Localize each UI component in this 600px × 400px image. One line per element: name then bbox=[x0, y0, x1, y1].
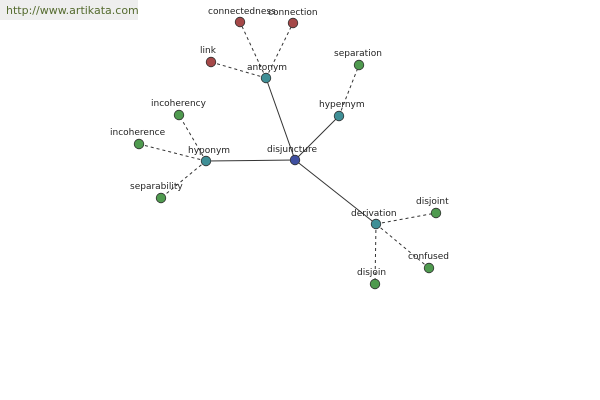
edge-derivation-disjoint bbox=[375, 212, 437, 225]
relation-node-antonym bbox=[260, 72, 272, 84]
term-label-disjoin: disjoin bbox=[357, 268, 386, 278]
relation-label-hyponym: hyponym bbox=[188, 146, 230, 156]
edge-antonym-connection bbox=[265, 22, 294, 79]
term-node-confused bbox=[423, 262, 435, 274]
term-node-disjoin bbox=[369, 278, 381, 290]
edge-hyponym bbox=[205, 159, 296, 162]
relation-label-antonym: antonym bbox=[247, 63, 287, 73]
relation-node-hyponym bbox=[200, 155, 212, 167]
root-label: disjuncture bbox=[267, 145, 317, 155]
term-node-connection bbox=[287, 17, 299, 29]
term-node-incoherency bbox=[173, 109, 185, 121]
edge-antonym-connectedness bbox=[239, 21, 267, 79]
term-label-connection: connection bbox=[268, 8, 318, 18]
term-node-separability bbox=[155, 192, 167, 204]
relation-node-hypernym bbox=[333, 110, 345, 122]
term-label-separability: separability bbox=[130, 182, 183, 192]
url-banner: http://www.artikata.com bbox=[0, 0, 139, 20]
edge-hypernym bbox=[294, 115, 340, 161]
term-node-connectedness bbox=[234, 16, 246, 28]
term-label-incoherence: incoherence bbox=[110, 128, 166, 138]
edge-derivation-disjoin bbox=[374, 223, 377, 285]
edge-derivation bbox=[294, 159, 377, 225]
relation-node-derivation bbox=[370, 218, 382, 230]
nodes-layer bbox=[133, 16, 442, 290]
term-node-incoherence bbox=[133, 138, 145, 150]
edge-hyponym-separability bbox=[160, 160, 207, 199]
term-label-incoherency: incoherency bbox=[151, 99, 207, 109]
term-label-confused: confused bbox=[408, 252, 449, 262]
site-url-link[interactable]: http://www.artikata.com bbox=[6, 4, 139, 17]
term-node-disjoint bbox=[430, 207, 442, 219]
edge-antonym bbox=[265, 77, 296, 161]
relation-label-derivation: derivation bbox=[351, 209, 397, 219]
term-node-separation bbox=[353, 59, 365, 71]
edge-hyponym-incoherency bbox=[178, 114, 207, 162]
relation-label-hypernym: hypernym bbox=[319, 100, 365, 110]
term-label-disjoint: disjoint bbox=[416, 197, 449, 207]
term-label-separation: separation bbox=[334, 49, 382, 59]
root-node bbox=[289, 154, 301, 166]
term-node-link bbox=[205, 56, 217, 68]
term-label-link: link bbox=[200, 46, 217, 56]
term-label-connectedness: connectedness bbox=[208, 7, 276, 17]
edges-layer bbox=[138, 21, 437, 285]
